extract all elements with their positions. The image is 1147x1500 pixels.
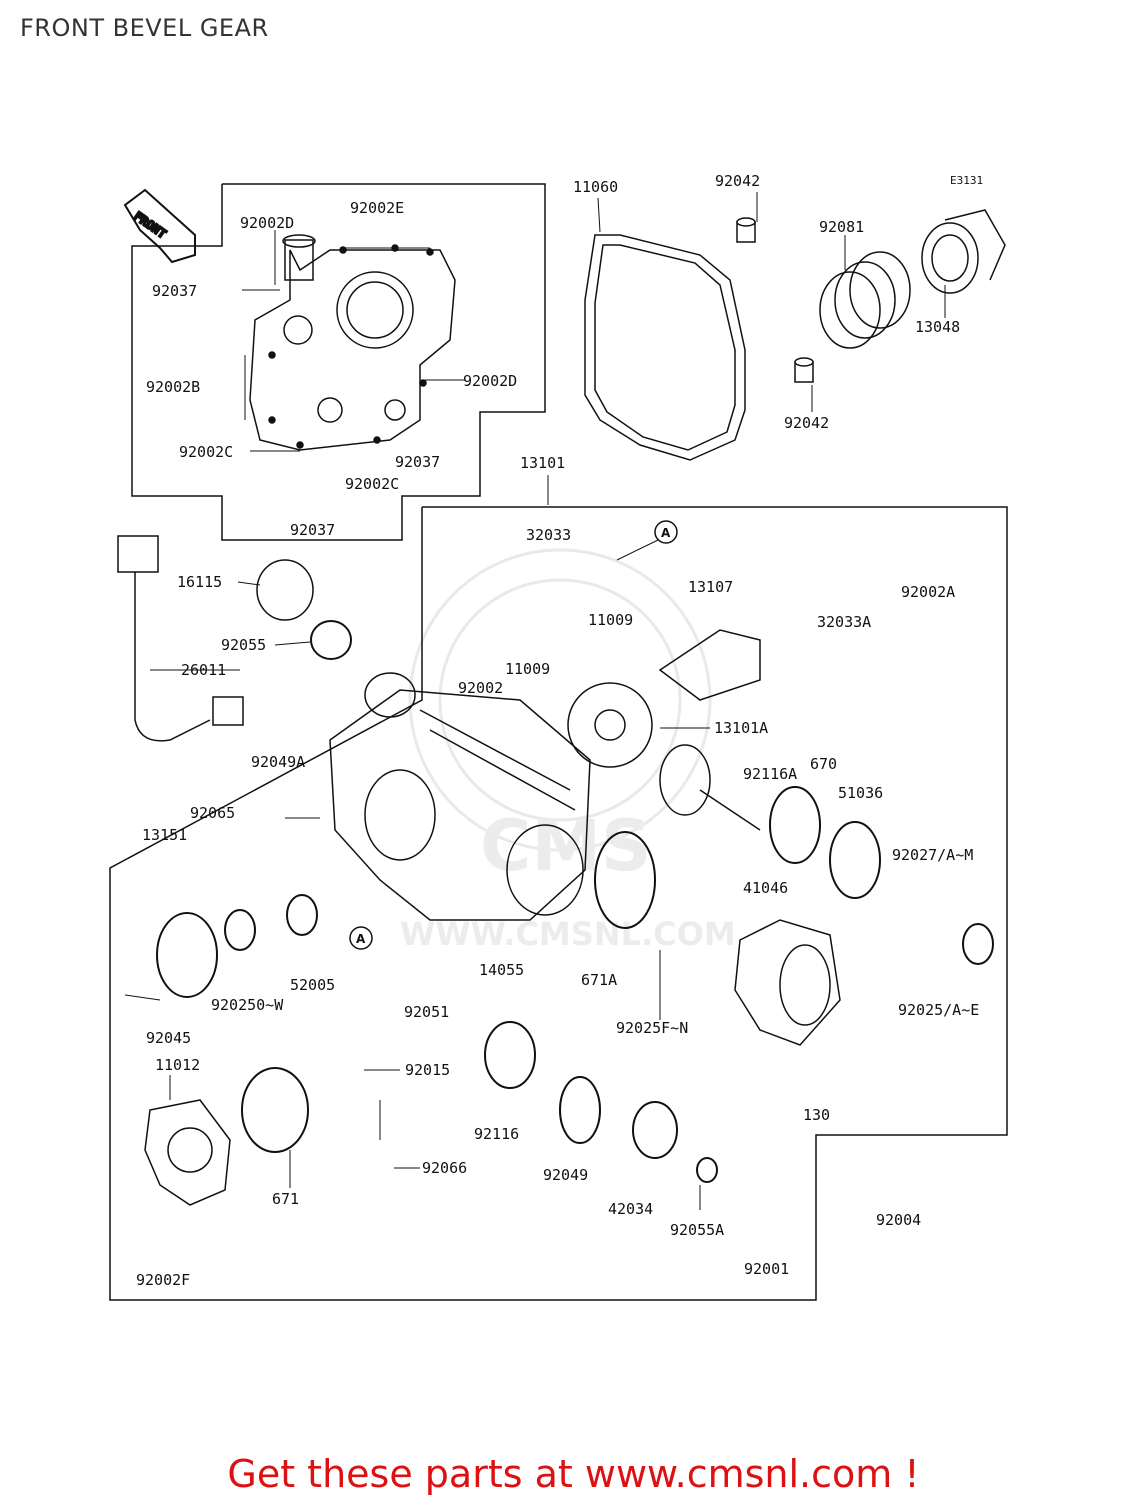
part-label[interactable]: 11060 [573, 178, 618, 196]
part-label[interactable]: 671A [581, 971, 617, 989]
part-label[interactable]: 92037 [290, 521, 335, 539]
ref-mark-a-top: A [654, 520, 678, 544]
part-label[interactable]: 52005 [290, 976, 335, 994]
gear-42034 [632, 1101, 678, 1159]
svg-text:A: A [356, 932, 366, 946]
part-label[interactable]: 92025/A~E [898, 1001, 979, 1019]
part-label[interactable]: 92002B [146, 378, 200, 396]
sensor-26011 [117, 535, 244, 742]
housing-13101 [329, 672, 591, 921]
front-arrow-icon: FRONT [123, 188, 196, 264]
part-label[interactable]: 92055A [670, 1221, 724, 1239]
part-label[interactable]: 92002E [350, 199, 404, 217]
part-label[interactable]: 671 [272, 1190, 299, 1208]
part-label[interactable]: 92037 [395, 453, 440, 471]
part-label[interactable]: 92002F [136, 1271, 190, 1289]
part-label[interactable]: 11009 [505, 660, 550, 678]
cam-13048 [921, 209, 1006, 294]
part-label[interactable]: 92116A [743, 765, 797, 783]
part-label[interactable]: 92066 [422, 1159, 467, 1177]
part-label[interactable]: 51036 [838, 784, 883, 802]
part-label[interactable]: 92002C [179, 443, 233, 461]
seal-92049 [559, 1076, 601, 1144]
part-label[interactable]: 670 [810, 755, 837, 773]
collar-92042-top [736, 217, 756, 243]
page-title: FRONT BEVEL GEAR [20, 14, 269, 42]
part-label[interactable]: 92025F~N [616, 1019, 688, 1037]
shaft-13107 [658, 629, 761, 701]
part-label[interactable]: 32033A [817, 613, 871, 631]
part-label[interactable]: 92002 [458, 679, 503, 697]
part-label[interactable]: 92002A [901, 583, 955, 601]
part-label[interactable]: 13151 [142, 826, 187, 844]
oring-671A [594, 831, 656, 929]
part-label[interactable]: 92002D [240, 214, 294, 232]
part-label[interactable]: 92116 [474, 1125, 519, 1143]
ref-mark-a-bottom: A [349, 926, 373, 950]
part-label[interactable]: 92002D [463, 372, 517, 390]
seal-51036 [829, 821, 881, 899]
part-label[interactable]: 13101 [520, 454, 565, 472]
part-label[interactable]: 92002C [345, 475, 399, 493]
svg-text:A: A [661, 526, 671, 540]
cover-11012 [144, 1099, 231, 1206]
part-label[interactable]: 92004 [876, 1211, 921, 1229]
housing-41046 [734, 919, 841, 1046]
footer-link[interactable]: Get these parts at www.cmsnl.com ! [227, 1452, 920, 1496]
part-label[interactable]: 92051 [404, 1003, 449, 1021]
part-label[interactable]: 41046 [743, 879, 788, 897]
part-label[interactable]: 92081 [819, 218, 864, 236]
shim-920250 [224, 909, 256, 951]
oring-92055A [696, 1157, 718, 1183]
part-label[interactable]: 13107 [688, 578, 733, 596]
oring-92055 [310, 620, 352, 660]
part-label[interactable]: 14055 [479, 961, 524, 979]
part-label[interactable]: 130 [803, 1106, 830, 1124]
part-label[interactable]: 13048 [915, 318, 960, 336]
collar-92042-bottom [794, 357, 814, 383]
part-label[interactable]: 92049 [543, 1166, 588, 1184]
shim-92025A [962, 923, 994, 965]
part-label[interactable]: 92001 [744, 1260, 789, 1278]
spring-92081 [819, 251, 911, 349]
cover-plate [249, 234, 456, 451]
part-label[interactable]: 92065 [190, 804, 235, 822]
part-label[interactable]: 26011 [181, 661, 226, 679]
bearing-92116A [769, 786, 821, 864]
part-label[interactable]: 92045 [146, 1029, 191, 1047]
part-label[interactable]: 13101A [714, 719, 768, 737]
bearing-92116 [484, 1021, 536, 1089]
part-label[interactable]: 92027/A~M [892, 846, 973, 864]
watermark-url: WWW.CMSNL.COM [400, 915, 736, 953]
part-label[interactable]: 16115 [177, 573, 222, 591]
part-label[interactable]: 11009 [588, 611, 633, 629]
diagram-code: E3131 [950, 174, 983, 187]
part-label[interactable]: 92015 [405, 1061, 450, 1079]
watermark-brand: CMS [480, 805, 651, 887]
leader-lines [124, 192, 946, 1210]
part-label[interactable]: 920250~W [211, 996, 284, 1014]
bearing-92045 [156, 912, 218, 998]
part-labels: 92002D 92002E 92037 92002B 92002D 92002C… [136, 172, 979, 1289]
part-label[interactable]: 32033 [526, 526, 571, 544]
gasket-11060 [584, 234, 746, 461]
cap-16115 [256, 559, 314, 621]
part-label[interactable]: 92049A [251, 753, 305, 771]
cmsnl-watermark: CMS WWW.CMSNL.COM [400, 548, 736, 953]
group-outlines [109, 183, 1008, 1301]
parts-diagram: CMS WWW.CMSNL.COM FRONT [109, 172, 1008, 1301]
seal-52005 [286, 894, 318, 936]
part-label[interactable]: 92042 [715, 172, 760, 190]
gear-13101A [567, 682, 761, 831]
oring-671 [241, 1067, 309, 1153]
part-label[interactable]: 92042 [784, 414, 829, 432]
part-label[interactable]: 42034 [608, 1200, 653, 1218]
part-label[interactable]: 92055 [221, 636, 266, 654]
part-label[interactable]: 11012 [155, 1056, 200, 1074]
part-label[interactable]: 92037 [152, 282, 197, 300]
